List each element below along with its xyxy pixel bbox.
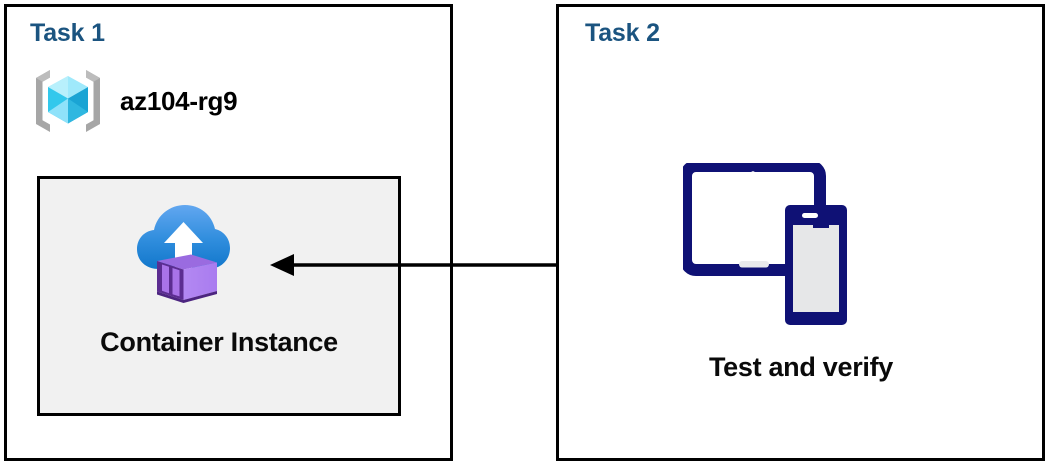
container-instance-label: Container Instance	[100, 327, 338, 357]
task-2-label: Task 2	[585, 19, 660, 47]
task-1-label: Task 1	[30, 19, 105, 47]
container-instance-box: Container Instance	[37, 176, 401, 416]
container-instance-icon	[137, 205, 230, 303]
test-and-verify-label: Test and verify	[708, 352, 894, 382]
resource-group-icon	[36, 70, 100, 132]
devices-tablet-phone-icon	[683, 163, 847, 325]
resource-group-name: az104-rg9	[120, 85, 238, 116]
resource-group-row: az104-rg9	[30, 66, 238, 136]
